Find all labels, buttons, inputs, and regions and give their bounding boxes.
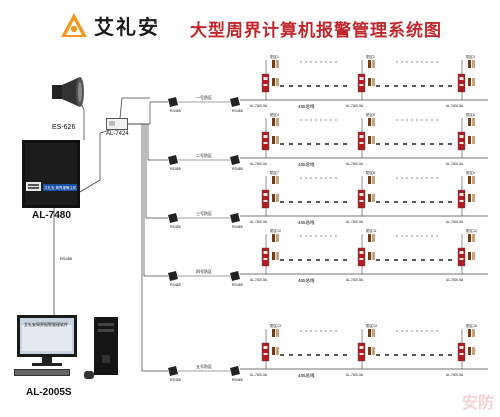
feeder-wire: [124, 123, 168, 372]
zone-label: 防区9: [466, 170, 475, 175]
converter-label: RS485: [170, 167, 181, 171]
module-label: AL-7400-5A: [346, 220, 364, 224]
computer-icon: [14, 315, 118, 379]
monitor-screen-text: 艾礼安周界报警管理软件: [24, 322, 68, 327]
converter-label: RS485: [232, 225, 243, 229]
module-label: AL-7400-5A: [346, 162, 364, 166]
host-label: AL-7480: [32, 210, 71, 221]
bus-label: 485总线: [298, 161, 315, 167]
module-label: AL-7400-5A: [446, 373, 464, 377]
module-label: AL-7400-5A: [346, 104, 364, 108]
feeder-wire: [124, 123, 168, 219]
zone-module: [357, 60, 375, 100]
zone-label: 防区7: [270, 170, 279, 175]
zone-module: [261, 60, 279, 100]
module-label: AL-7400-5A: [250, 373, 268, 377]
wiring: [53, 61, 488, 372]
zone-module: [261, 176, 279, 216]
logo-icon: [61, 13, 87, 37]
expander-label: AL-7424: [106, 131, 129, 137]
host-panel-text: 艾礼安 周界报警主机: [44, 186, 77, 190]
zone-label: 防区12: [466, 228, 477, 233]
zone-module: [357, 234, 375, 274]
module-label: AL-7400-5A: [250, 104, 268, 108]
converter-label: RS485: [232, 378, 243, 382]
converter-label: RS485: [232, 283, 243, 287]
expander-device: [106, 118, 128, 130]
module-label: AL-7400-5A: [446, 220, 464, 224]
watermark: 安防: [461, 393, 494, 412]
branch-label: 三号防区: [196, 210, 212, 216]
branch-label: 二号防区: [196, 152, 212, 158]
zone-label: 防区14: [366, 323, 377, 328]
converter-device: [230, 155, 240, 165]
zone-module: [457, 118, 475, 158]
bus-label: 485总线: [298, 103, 315, 109]
module-label: AL-7400-5A: [446, 104, 464, 108]
zone-label: 防区13: [270, 323, 281, 328]
converter-label: RS485: [170, 283, 181, 287]
module-label: AL-7400-5A: [346, 278, 364, 282]
pc-label: AL-2005S: [26, 387, 72, 398]
bus-label: 485总线: [298, 372, 315, 378]
expander-riser: [119, 97, 150, 119]
brand: 艾礼安: [60, 10, 160, 40]
zone-module: [357, 176, 375, 216]
converter-device: [168, 155, 178, 165]
module-label: AL-7400-5A: [446, 162, 464, 166]
alarm-host-device: [22, 140, 80, 208]
module-label: AL-7400-5A: [346, 373, 364, 377]
zone-module: [261, 329, 279, 369]
zone-label: 防区11: [366, 228, 377, 233]
zone-module: [457, 329, 475, 369]
bus-label: 485总线: [298, 219, 315, 225]
module-label: AL-7400-5A: [250, 162, 268, 166]
page-title: 大型周界计算机报警管理系统图: [190, 21, 442, 41]
converter-label: RS485: [170, 225, 181, 229]
module-label: AL-7400-5A: [250, 220, 268, 224]
converter-device: [230, 366, 240, 376]
zone-label: 防区3: [466, 54, 475, 59]
brand-name: 艾礼安: [94, 14, 160, 39]
zone-label: 防区8: [366, 170, 375, 175]
zone-module: [457, 60, 475, 100]
zone-module: [357, 118, 375, 158]
converter-device: [168, 213, 178, 223]
zone-label: 防区6: [466, 112, 475, 117]
zone-label: 防区5: [366, 112, 375, 117]
branch-label: 五号防区: [196, 363, 212, 369]
converter-device: [230, 271, 240, 281]
converter-label: RS485: [170, 109, 181, 113]
zone-label: 防区1: [270, 54, 279, 59]
bus-label: 485总线: [298, 277, 315, 283]
converter-device: [168, 366, 178, 376]
zone-module: [261, 234, 279, 274]
module-label: AL-7400-5A: [446, 278, 464, 282]
feeder-wire: [124, 101, 168, 125]
zone-module: [357, 329, 375, 369]
zone-label: 防区4: [270, 112, 279, 117]
zone-label: 防区15: [466, 323, 477, 328]
zone-module: [457, 234, 475, 274]
host-pc-link-label: RS485: [60, 256, 73, 261]
siren-icon: [52, 77, 84, 107]
converter-label: RS485: [170, 378, 181, 382]
zone-label: 防区10: [270, 228, 281, 233]
converter-device: [230, 213, 240, 223]
host-expander-wire: [79, 129, 111, 193]
siren-label: ES-626: [52, 124, 76, 131]
converter-label: RS485: [232, 109, 243, 113]
zone-module: [457, 176, 475, 216]
module-label: AL-7400-5A: [250, 278, 268, 282]
converter-label: RS485: [232, 167, 243, 171]
branch-label: 一号防区: [196, 94, 212, 100]
converter-device: [168, 97, 178, 107]
converter-device: [168, 271, 178, 281]
converter-device: [230, 97, 240, 107]
zone-label: 防区2: [366, 54, 375, 59]
branch-label: 四号防区: [196, 268, 212, 274]
zone-module: [261, 118, 279, 158]
